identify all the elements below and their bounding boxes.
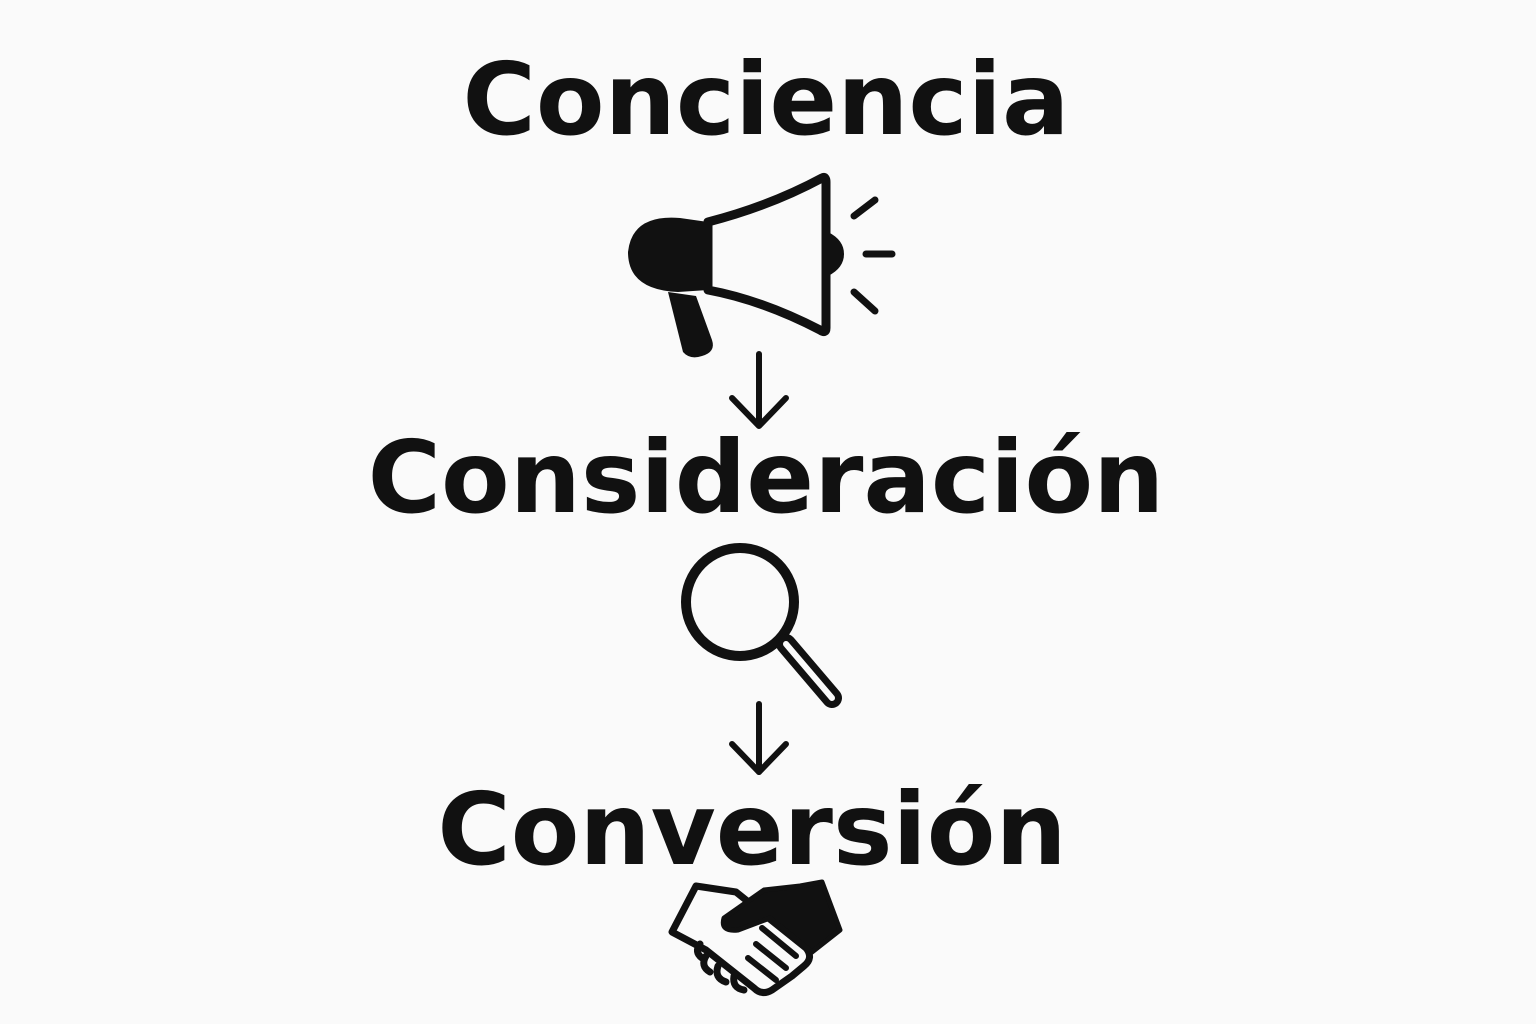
stage-title-consideration: Consideración (367, 419, 1165, 536)
arrow-down-icon (729, 701, 789, 775)
arrow-down-icon (729, 351, 789, 429)
magnifying-glass-icon (681, 543, 842, 708)
stage-title-conversion: Conversión (437, 771, 1067, 888)
handshake-icon (668, 879, 843, 997)
megaphone-icon (628, 173, 896, 358)
stage-title-awareness: Conciencia (462, 41, 1070, 158)
